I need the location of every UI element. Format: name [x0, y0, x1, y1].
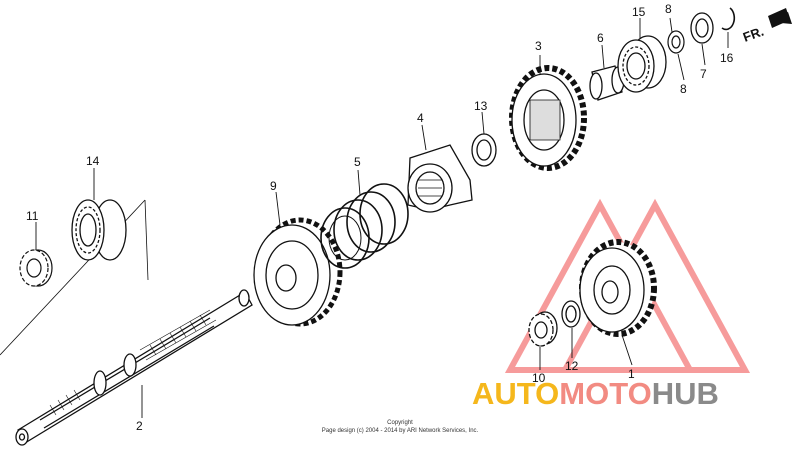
part-15-bearing [617, 35, 667, 93]
copyright-title: Copyright [387, 420, 413, 426]
callout-3: 3 [535, 39, 542, 53]
part-12-washer [561, 300, 581, 328]
copyright-text: Page design (c) 2004 - 2014 by ARI Netwo… [321, 428, 479, 434]
part-2-mainshaft [0, 199, 253, 446]
part-1-gear [579, 239, 657, 337]
callout-2: 2 [136, 419, 143, 433]
callout-12: 12 [565, 359, 579, 373]
callout-8-bottom: 8 [680, 82, 687, 96]
callout-13: 13 [474, 99, 488, 113]
callout-8-top: 8 [665, 2, 672, 16]
part-8-collar [667, 30, 685, 54]
callout-15: 15 [632, 5, 646, 19]
front-direction-arrow: FR. [741, 8, 792, 45]
watermark-hub: HUB [652, 376, 719, 411]
callout-numbers: 1 2 3 4 5 6 7 8 8 9 10 11 12 13 14 15 16 [26, 2, 734, 433]
part-3-gear [509, 65, 587, 171]
callout-7: 7 [700, 67, 707, 81]
callout-4: 4 [417, 111, 424, 125]
callout-11: 11 [26, 209, 39, 223]
callout-16: 16 [720, 51, 734, 65]
part-7-washer [690, 12, 714, 44]
leader-lines [35, 17, 729, 418]
part-13-washer [471, 133, 497, 167]
front-direction-label: FR. [741, 24, 766, 45]
svg-text:AUTOMOTOHUB: AUTOMOTOHUB [472, 376, 719, 411]
callout-14: 14 [86, 154, 100, 168]
part-10-nut [528, 311, 558, 347]
watermark-moto: MOTO [559, 376, 651, 411]
watermark-logo: AUTOMOTOHUB [472, 376, 719, 411]
callout-9: 9 [270, 179, 277, 193]
part-4-collar [407, 144, 473, 213]
callout-6: 6 [597, 31, 604, 45]
callout-10: 10 [532, 371, 546, 385]
part-14-bearing [71, 199, 127, 261]
part-5-spring [320, 183, 409, 269]
part-11-lock-nut [19, 249, 53, 287]
callout-1: 1 [628, 367, 635, 381]
callout-5: 5 [354, 155, 361, 169]
part-16-circlip [721, 7, 736, 31]
watermark-auto: AUTO [472, 376, 559, 411]
part-9-gear [253, 217, 343, 327]
